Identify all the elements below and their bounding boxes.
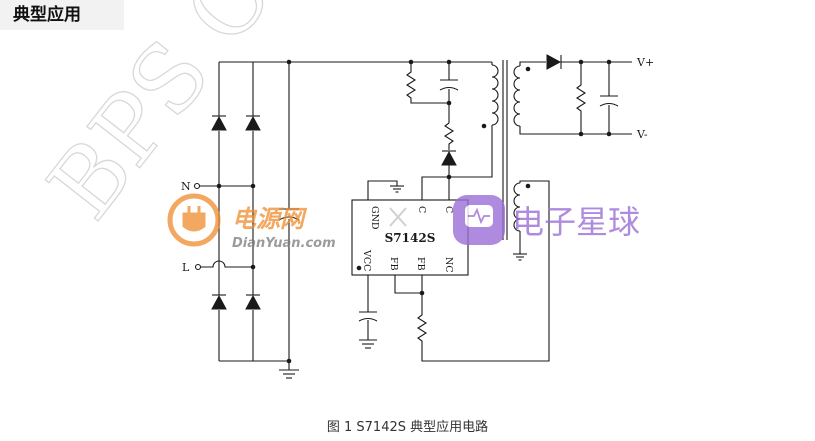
ic-s7142s: S7142S GND C C VCC FB FB NC — [351, 199, 469, 276]
auxiliary-winding — [421, 180, 550, 362]
watermark-dianyuan: 电源网 DianYuan.com — [167, 193, 336, 251]
pin-fb-1: FB — [388, 257, 399, 271]
section-title: 典型应用 — [0, 0, 124, 30]
fb-network — [394, 275, 428, 344]
input-n: N — [181, 180, 256, 193]
dianyuan-logo-icon — [167, 193, 221, 247]
watermark-dianzixingqiu: 电子星球 — [453, 195, 640, 245]
snubber-resistor — [405, 59, 449, 104]
output-vplus-label: V+ — [636, 56, 654, 69]
pin-fb-2: FB — [415, 257, 426, 271]
dianyuan-en: DianYuan.com — [232, 236, 336, 251]
bridge-right-column — [245, 62, 261, 361]
secondary-winding — [513, 61, 632, 135]
circuit-diagram: BPS Co N L — [27, 0, 654, 379]
pin-vcc: VCC — [361, 249, 372, 271]
figure-caption: 图 1 S7142S 典型应用电路 — [326, 420, 489, 435]
pin-gnd: GND — [369, 206, 380, 230]
input-l-label: L — [182, 261, 190, 274]
snubber-capacitor — [439, 59, 459, 123]
input-l: L — [182, 260, 256, 274]
dianyuan-cn: 电源网 — [232, 205, 308, 233]
snubber-diode — [441, 150, 457, 180]
snubber-resistor-2 — [443, 122, 455, 150]
output-diode — [546, 54, 632, 70]
output-capacitor — [599, 59, 619, 137]
ic-name: S7142S — [385, 231, 436, 245]
vcc-capacitor — [358, 275, 378, 349]
watermark-separator — [389, 207, 407, 227]
pin-c-1: C — [416, 206, 427, 213]
primary-winding — [421, 62, 499, 200]
output-vminus-label: V- — [636, 128, 648, 141]
ic-gnd-connection — [367, 180, 404, 200]
pin-c-2: C — [443, 206, 454, 213]
output-terminals: V+ V- — [636, 56, 654, 141]
output-resistor — [575, 59, 587, 137]
main-ground — [279, 361, 299, 379]
pin-nc: NC — [443, 257, 454, 273]
input-n-label: N — [181, 180, 191, 193]
dianzixingqiu-cn: 电子星球 — [512, 203, 640, 241]
